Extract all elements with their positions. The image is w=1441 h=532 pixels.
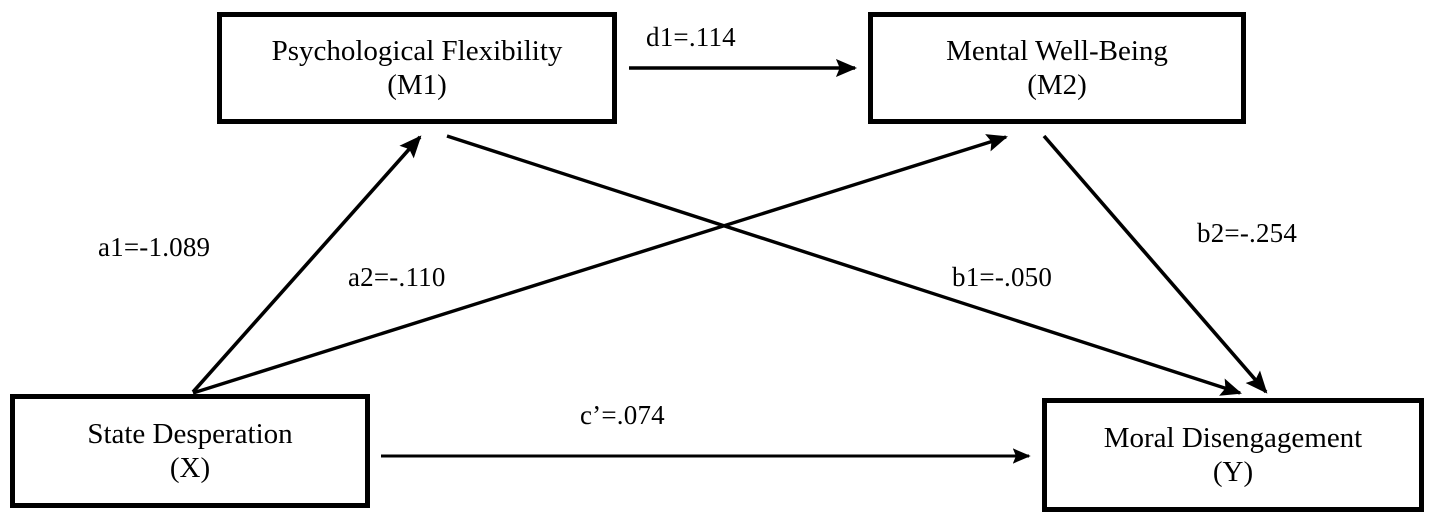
path-arrow-b1 [446, 134, 1242, 396]
node-m2-title: Mental Well-Being [946, 34, 1168, 67]
path-label-d1: d1=.114 [646, 22, 736, 52]
path-label-b2: b2=-.254 [1197, 218, 1298, 248]
path-label-a2: a2=-.110 [348, 262, 446, 292]
node-mental-well-being: Mental Well-Being (M2) [868, 12, 1246, 124]
node-y-code: (Y) [1212, 456, 1254, 488]
node-state-desperation: State Desperation (X) [10, 394, 370, 508]
node-m1-code: (M1) [387, 69, 447, 101]
node-x-code: (X) [169, 452, 211, 484]
node-x-title: State Desperation [87, 417, 293, 450]
node-m1-title: Psychological Flexibility [271, 34, 563, 67]
node-psychological-flexibility: Psychological Flexibility (M1) [217, 12, 617, 124]
node-moral-disengagement: Moral Disengagement (Y) [1042, 398, 1424, 512]
node-y-title: Moral Disengagement [1103, 421, 1363, 454]
node-m2-code: (M2) [1027, 69, 1087, 101]
path-label-a1: a1=-1.089 [98, 232, 211, 262]
path-label-c-prime: c’=.074 [580, 400, 665, 430]
path-arrow-b2 [1042, 134, 1268, 394]
path-label-b1: b1=-.050 [952, 262, 1053, 292]
path-arrow-a2 [192, 134, 1008, 395]
path-arrow-a1 [191, 135, 422, 394]
